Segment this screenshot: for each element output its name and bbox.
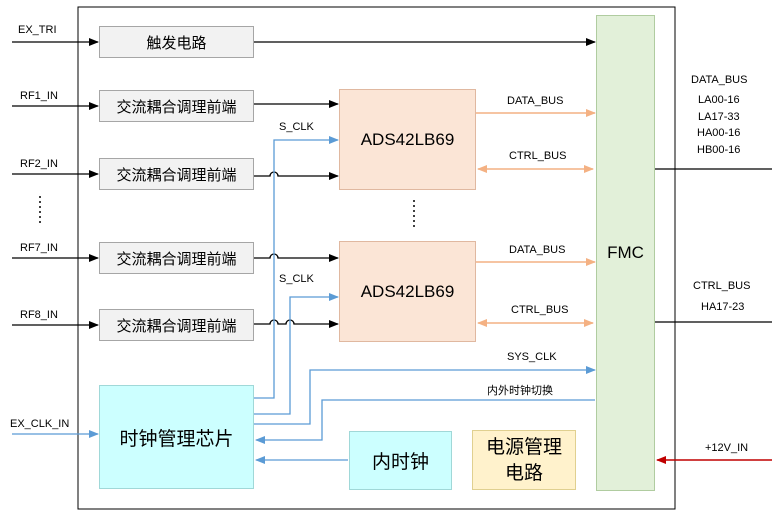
s-clk-bottom-line (254, 293, 339, 415)
trigger-circuit-block: 触发电路 (99, 26, 254, 58)
ctrl-bus-top-label: CTRL_BUS (509, 150, 567, 162)
s-clk-top-line (254, 136, 339, 399)
power-management-block: 电源管理 电路 (472, 430, 576, 490)
s-clk-bottom-label: S_CLK (279, 273, 314, 285)
data-bus-top-label: DATA_BUS (507, 95, 564, 107)
data-bus-output-line-2: LA17-33 (698, 111, 740, 123)
frontend-block-8: 交流耦合调理前端 (99, 309, 254, 341)
ex-tri-label: EX_TRI (18, 24, 57, 36)
rf8-label: RF8_IN (20, 309, 58, 321)
clock-management-block: 时钟管理芯片 (99, 385, 254, 489)
power-input-label: +12V_IN (705, 442, 749, 454)
adc-block-2: ADS42LB69 (339, 241, 476, 342)
internal-clock-block: 内时钟 (349, 431, 452, 490)
data-bus-output-line-1: LA00-16 (698, 94, 740, 106)
clock-switch-line (255, 399, 595, 444)
data-bus-output-title: DATA_BUS (691, 74, 748, 86)
clock-switch-label: 内外时钟切换 (487, 384, 553, 397)
data-bus-output-line-3: HA00-16 (697, 127, 741, 139)
s-clk-top-label: S_CLK (279, 121, 314, 133)
ctrl-bus-output-line-1: HA17-23 (701, 301, 745, 313)
sys-clk-label: SYS_CLK (507, 351, 557, 363)
ctrl-bus-bottom-label: CTRL_BUS (511, 304, 569, 316)
frontend-block-7: 交流耦合调理前端 (99, 242, 254, 274)
sys-clk-line (254, 366, 596, 425)
fe8-to-adc2-arrow (254, 319, 339, 328)
rf7-label: RF7_IN (20, 242, 58, 254)
ctrl-bus-output-title: CTRL_BUS (693, 280, 751, 292)
data-bus-output-line-4: HB00-16 (697, 144, 741, 156)
frontend-block-2: 交流耦合调理前端 (99, 158, 254, 190)
fmc-connector-block: FMC (596, 15, 655, 491)
frontend-block-1: 交流耦合调理前端 (99, 90, 254, 122)
rf2-label: RF2_IN (20, 158, 58, 170)
adc-block-1: ADS42LB69 (339, 89, 476, 190)
ex-clk-label: EX_CLK_IN (10, 418, 70, 430)
data-bus-bottom-label: DATA_BUS (509, 244, 566, 256)
rf1-label: RF1_IN (20, 90, 58, 102)
